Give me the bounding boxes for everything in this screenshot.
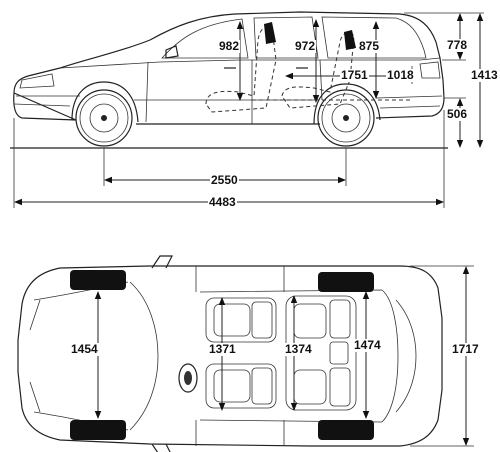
- label-cargo-length: 1018: [386, 68, 415, 82]
- label-overall-length: 4483: [208, 195, 237, 209]
- front-headrest: [264, 22, 276, 44]
- front-wheel: [75, 89, 133, 147]
- taillight: [419, 61, 441, 79]
- label-sill-height: 506: [446, 107, 469, 121]
- label-front-track: 1454: [70, 342, 99, 356]
- mirror-top: [151, 255, 173, 269]
- label-front-shoulder: 1371: [208, 342, 237, 356]
- wheel-rear-right: [318, 420, 374, 440]
- wheel-front-right: [70, 420, 126, 440]
- roof-outline: [199, 289, 399, 423]
- rear-bumper: [379, 105, 441, 109]
- label-roof-height: 778: [446, 38, 469, 52]
- side-beltline: [59, 57, 441, 69]
- rear-headrest: [344, 30, 356, 50]
- hood-crease: [29, 299, 41, 413]
- top-view: [17, 255, 474, 452]
- door-line-front: [145, 61, 149, 123]
- side-crease: [16, 95, 443, 101]
- front-wheel-arch: [71, 81, 139, 123]
- wheel-front-left: [70, 270, 126, 290]
- front-seat-right: [205, 363, 277, 409]
- label-rear-track: 1474: [353, 338, 382, 352]
- door-line-c: [319, 59, 323, 101]
- rear-wheel: [317, 89, 375, 147]
- label-front-headroom: 982: [218, 39, 241, 53]
- label-wheelbase: 2550: [210, 173, 239, 187]
- front-bumper: [13, 103, 71, 107]
- front-seat-left: [205, 297, 277, 343]
- front-seat-outline: [205, 26, 277, 113]
- label-overall-width: 1717: [451, 342, 480, 356]
- windshield: [129, 281, 159, 431]
- side-window-middle: [253, 16, 319, 59]
- label-rear-to-cargo: 1751: [340, 68, 369, 82]
- steering-wheel: [178, 363, 198, 393]
- side-window-rear: [321, 16, 427, 59]
- side-window-front: [161, 18, 249, 59]
- label-overall-height: 1413: [470, 68, 499, 82]
- top-body-outline: [17, 265, 443, 447]
- headlight: [19, 73, 55, 89]
- label-rear-headroom: 972: [294, 39, 317, 53]
- rear-wheel-arch: [313, 83, 381, 125]
- wheel-rear-left: [318, 272, 374, 292]
- mirror-bottom: [151, 443, 171, 452]
- side-view: [10, 11, 484, 208]
- label-cargo-height: 875: [358, 39, 381, 53]
- rear-window: [395, 299, 417, 413]
- side-mirror: [165, 45, 179, 59]
- label-rear-shoulder: 1374: [284, 342, 313, 356]
